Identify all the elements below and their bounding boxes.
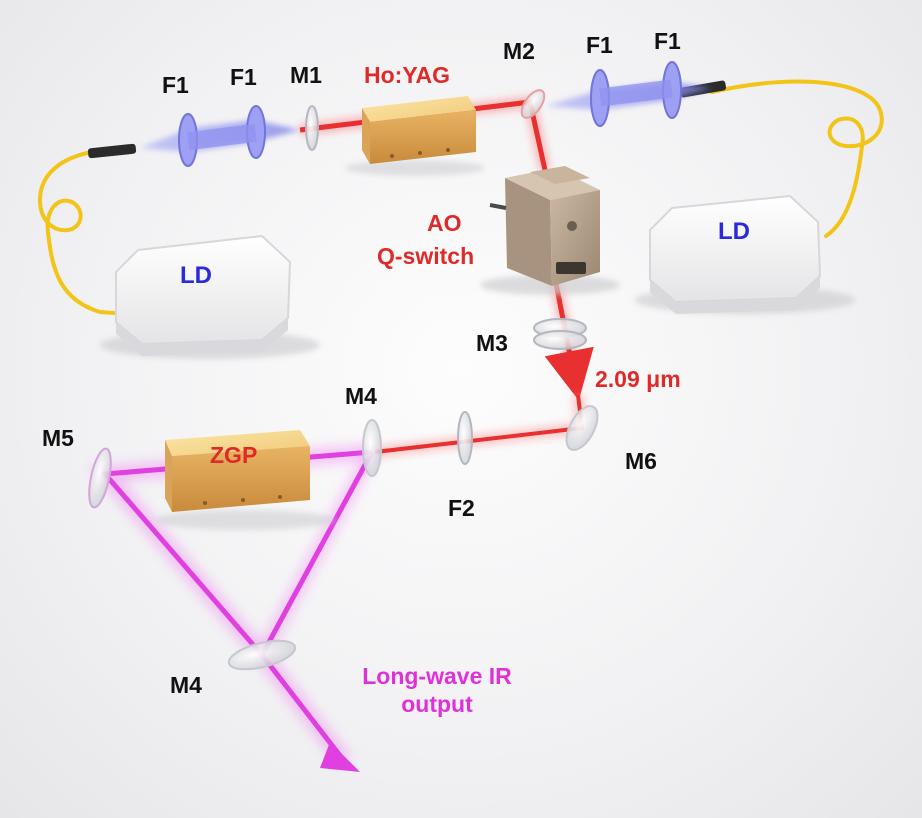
label-ao: AO — [427, 210, 462, 236]
fiber-left — [37, 150, 130, 316]
label-ho-yag: Ho:YAG — [364, 62, 451, 88]
label-zgp: ZGP — [210, 442, 258, 468]
lens-assembly-right — [545, 61, 712, 127]
label-m5: M5 — [42, 425, 74, 451]
zgp-crystal — [155, 430, 335, 530]
label-m6: M6 — [625, 448, 657, 474]
mirror-m4-bottom — [227, 639, 297, 671]
label-f1-c: F1 — [586, 32, 613, 58]
mirror-m1 — [305, 105, 319, 151]
mirror-m2 — [520, 89, 546, 119]
fiber-connector-left — [87, 143, 137, 159]
lens-f2 — [457, 411, 473, 465]
label-f2: F2 — [448, 495, 475, 521]
mirror-m5 — [88, 447, 112, 509]
label-m3: M3 — [476, 330, 508, 356]
label-output: Long-wave IR output — [342, 662, 532, 718]
label-ld-right: LD — [718, 218, 750, 245]
label-m4-top: M4 — [345, 383, 377, 409]
label-ld-left: LD — [180, 262, 212, 289]
label-f1-a: F1 — [162, 72, 189, 98]
ho-yag-crystal — [345, 96, 485, 176]
fiber-right — [710, 79, 884, 238]
lens-assembly-left — [140, 105, 300, 167]
label-q-switch: Q-switch — [377, 243, 475, 269]
ao-q-switch — [480, 166, 620, 295]
label-wavelength: 2.09 μm — [595, 366, 681, 392]
label-m1: M1 — [290, 62, 322, 88]
ld-module-right — [635, 194, 855, 314]
label-m4-bottom: M4 — [170, 672, 202, 698]
label-output-line2: output — [401, 691, 473, 717]
mirror-m4-top — [362, 419, 382, 477]
label-m2: M2 — [503, 38, 535, 64]
mirror-m3 — [533, 318, 587, 350]
label-f1-d: F1 — [654, 28, 681, 54]
label-output-line1: Long-wave IR — [362, 663, 512, 689]
mirror-m6 — [565, 405, 599, 451]
label-f1-b: F1 — [230, 64, 257, 90]
ld-module-left — [100, 234, 320, 359]
